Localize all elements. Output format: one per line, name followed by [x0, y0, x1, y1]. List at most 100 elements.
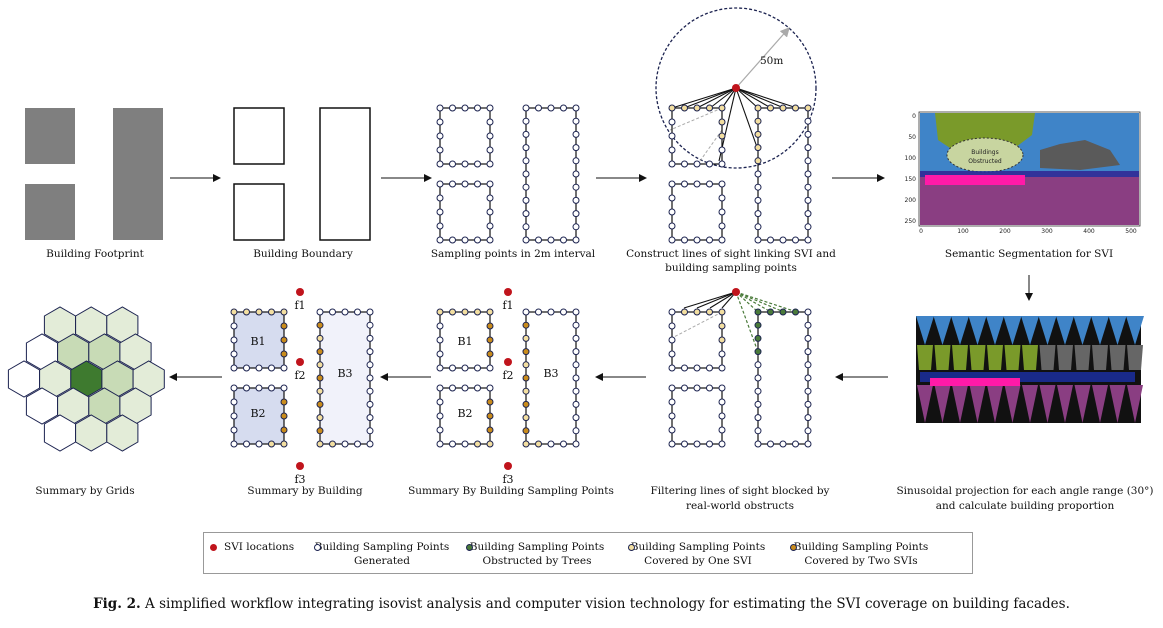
sampling-point — [718, 336, 726, 344]
sampling-point — [436, 222, 444, 230]
sampling-point — [804, 414, 812, 422]
projection-sky — [916, 316, 934, 345]
seg-frame — [918, 111, 1141, 227]
seg-y-tick: 200 — [905, 197, 917, 204]
sampling-point — [804, 374, 812, 382]
sampling-point — [366, 321, 374, 329]
sampling-point — [767, 236, 774, 244]
sampling-point — [449, 104, 456, 112]
sampling-point — [693, 236, 701, 244]
sampling-point — [572, 104, 580, 112]
sampling-point — [354, 308, 361, 316]
panel-label-boundary: Building Boundary — [253, 248, 353, 260]
sampling-point — [804, 144, 812, 152]
sampling-point — [486, 426, 494, 434]
sampling-point — [535, 308, 542, 316]
sampling-point — [718, 160, 726, 168]
tree-blocked-line — [735, 291, 785, 313]
sampling-point — [754, 223, 762, 231]
building-outline — [525, 107, 577, 241]
projection-sky — [951, 316, 969, 345]
sampling-point — [754, 196, 762, 204]
sampling-point — [461, 104, 469, 112]
projection-mid — [952, 345, 968, 370]
sampling-point — [474, 384, 481, 392]
sampling-point — [280, 308, 288, 316]
projection-ground — [1004, 385, 1021, 423]
sampling-point — [804, 334, 812, 342]
sampling-point — [486, 364, 494, 372]
sampling-point — [572, 321, 580, 329]
building-outline — [439, 107, 491, 165]
sampling-point — [754, 361, 762, 369]
sampling-point — [316, 414, 324, 422]
projection-ground — [1109, 385, 1126, 423]
projection-vehicles — [920, 372, 1135, 382]
sampling-point — [804, 440, 812, 448]
sampling-point — [436, 194, 444, 202]
grid-hexagon — [106, 414, 139, 452]
sampling-point — [804, 210, 812, 218]
facade-label: f3 — [294, 473, 305, 486]
sampling-point — [486, 398, 494, 406]
sampling-point — [706, 308, 713, 316]
sampling-point — [668, 132, 676, 140]
sampling-point — [486, 180, 494, 188]
sampling-point — [572, 334, 580, 342]
sampling-point — [706, 104, 713, 112]
sampling-point — [255, 440, 263, 448]
sampling-point — [474, 236, 481, 244]
projection-ground — [969, 385, 986, 423]
boundary-panel — [233, 107, 371, 241]
projection-ground — [934, 385, 951, 423]
svi-location — [504, 358, 512, 366]
sight-line — [735, 87, 772, 109]
projection-mid — [1109, 345, 1126, 370]
seg-y-tick: 150 — [905, 176, 917, 183]
sampling-point — [366, 334, 374, 342]
sampling-point — [474, 308, 481, 316]
sampling-point — [230, 426, 238, 434]
sampling-point — [804, 157, 812, 165]
sampling-point — [436, 180, 444, 188]
sampling-point — [572, 210, 580, 218]
sampling-point — [486, 146, 494, 154]
sampling-point — [572, 348, 580, 356]
sampling-point — [547, 236, 555, 244]
projection-panel — [916, 316, 1144, 423]
sampling-point — [449, 180, 456, 188]
sampling-point — [436, 208, 444, 216]
sampling-point — [804, 196, 812, 204]
sampling-point — [668, 398, 676, 406]
panel-label-sampling: Sampling points in 2m interval — [431, 248, 596, 260]
projection-sky — [986, 316, 1004, 345]
building-outline — [671, 183, 723, 241]
sampling-point — [243, 308, 250, 316]
projection-mid — [1074, 345, 1091, 370]
sight-line — [696, 87, 737, 109]
building-outline — [757, 311, 809, 445]
sight-line — [683, 291, 737, 309]
sampling-point — [572, 374, 580, 382]
sampling-point — [718, 194, 726, 202]
sampling-point — [436, 426, 444, 434]
projection-sky — [1108, 316, 1127, 345]
sampling-point — [522, 440, 530, 448]
sampling-point — [754, 170, 762, 178]
panel-label-summary-points: Summary By Building Sampling Points — [408, 485, 614, 497]
sampling-point — [316, 440, 324, 448]
sampling-point — [449, 308, 456, 316]
projection-sky — [1091, 316, 1109, 345]
projection-mid — [969, 345, 986, 370]
sight-line — [735, 87, 759, 151]
sampling-point — [230, 440, 238, 448]
filtering-buildings — [668, 308, 812, 448]
sampling-point — [522, 236, 530, 244]
sampling-point — [461, 440, 469, 448]
boundary-outline — [233, 107, 285, 165]
sampling-point — [718, 222, 726, 230]
sampling-point — [474, 104, 481, 112]
projection-sidewalk — [930, 378, 1020, 386]
sampling-point — [718, 412, 726, 420]
